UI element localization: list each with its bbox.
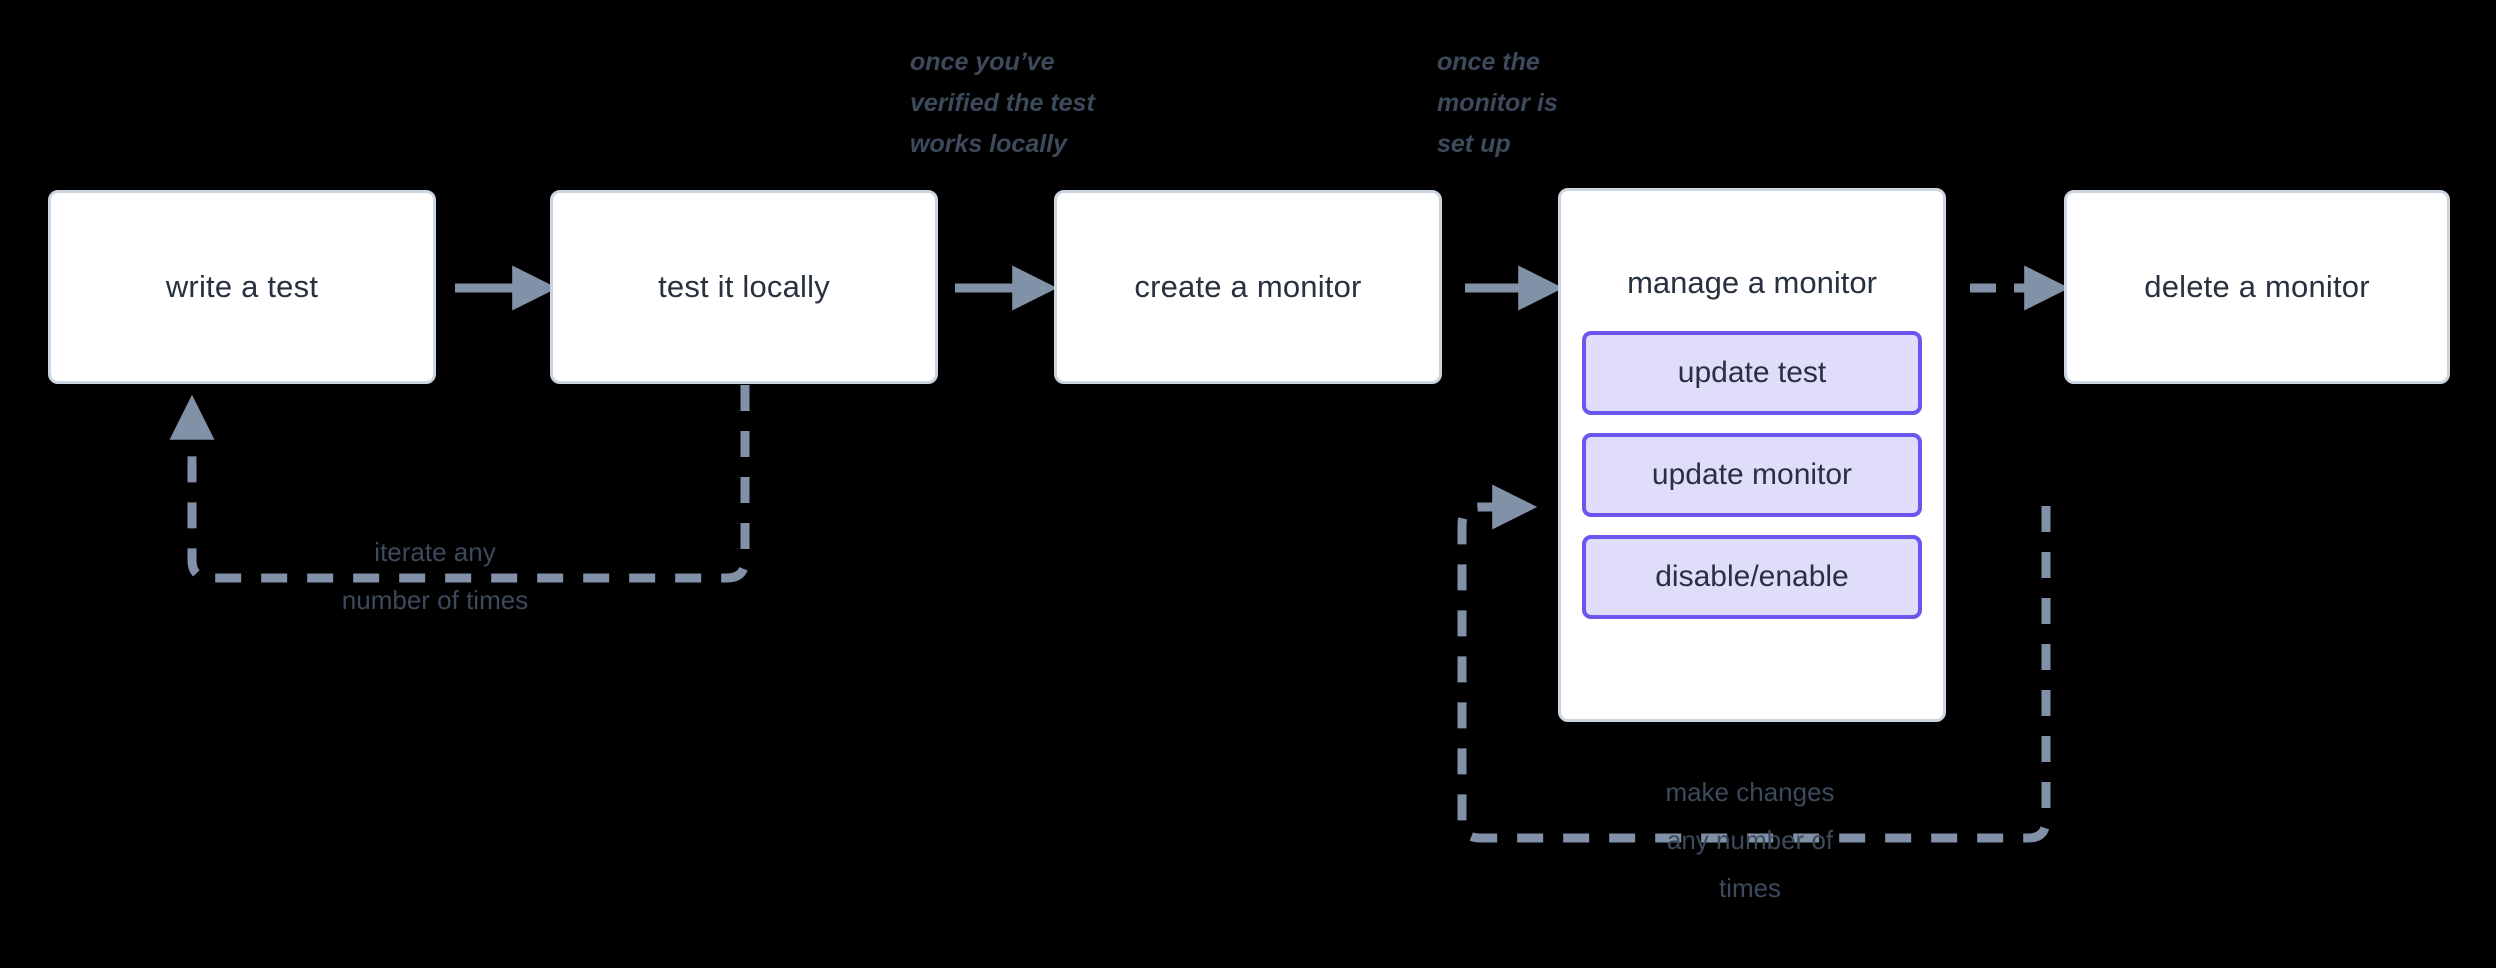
node-delete-a-monitor[interactable]: delete a monitor bbox=[2064, 190, 2450, 384]
node-create-a-monitor-label: create a monitor bbox=[1134, 269, 1362, 304]
node-write-a-test-label: write a test bbox=[165, 269, 319, 304]
node-delete-a-monitor-label: delete a monitor bbox=[2144, 269, 2370, 304]
subnode-update-test-label: update test bbox=[1677, 356, 1827, 389]
manage-subnode-stack: update test update monitor disable/enabl… bbox=[1561, 331, 1943, 619]
subnode-disable-enable[interactable]: disable/enable bbox=[1582, 535, 1922, 619]
subnode-disable-enable-label: disable/enable bbox=[1655, 560, 1849, 593]
node-test-it-locally-label: test it locally bbox=[658, 269, 830, 304]
node-create-a-monitor[interactable]: create a monitor bbox=[1054, 190, 1442, 384]
annotation-monitor-setup: once the monitor is set up bbox=[1437, 48, 1558, 158]
subnode-update-monitor[interactable]: update monitor bbox=[1582, 433, 1922, 517]
annotation-verified-test: once you’ve verified the test works loca… bbox=[910, 48, 1095, 158]
loop-label-make-changes: make changes any number of times bbox=[1665, 777, 1835, 903]
node-manage-a-monitor-label: manage a monitor bbox=[1627, 265, 1877, 300]
node-test-it-locally[interactable]: test it locally bbox=[550, 190, 938, 384]
node-manage-a-monitor[interactable]: manage a monitor update test update moni… bbox=[1558, 188, 1946, 722]
subnode-update-monitor-label: update monitor bbox=[1651, 458, 1853, 491]
node-write-a-test[interactable]: write a test bbox=[48, 190, 436, 384]
subnode-update-test[interactable]: update test bbox=[1582, 331, 1922, 415]
loop-label-iterate: iterate any number of times bbox=[341, 537, 529, 615]
